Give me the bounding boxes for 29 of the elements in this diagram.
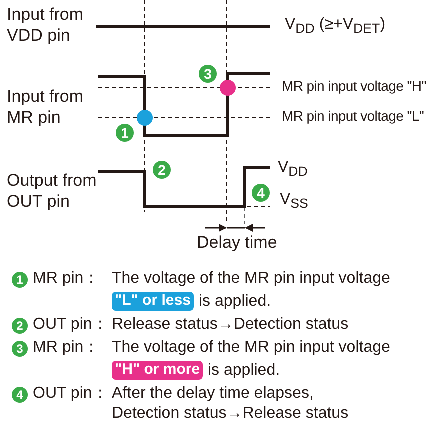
note-text: is applied. (208, 361, 280, 381)
dimension-label: Delay time (197, 232, 278, 254)
note-term: MR pin： (33, 338, 100, 358)
highlight-tag: "L" or less (112, 292, 194, 311)
list-number: 1 (12, 272, 28, 288)
list-number: 2 (12, 318, 28, 334)
note-text: The voltage of the MR pin input voltage (112, 269, 390, 289)
signal-label: Input from VDD pin (7, 4, 85, 46)
level-label: V$_{SS}$ (280, 190, 308, 213)
highlight-tag: "H" or more (112, 361, 204, 380)
list-number: 3 (12, 341, 28, 357)
level-label: V$_{DD}$ (278, 158, 308, 181)
note-text: Release status→Detection status (112, 315, 349, 335)
note-term: MR pin： (33, 269, 100, 289)
note-text: is applied. (199, 292, 272, 312)
list-number: 4 (12, 387, 28, 403)
signal-label: Output from OUT pin (7, 170, 98, 212)
callout-number: 2 (153, 161, 171, 179)
note-text: The voltage of the MR pin input voltage (112, 338, 390, 358)
note-text: After the delay time elapses, Detection status→Release status (112, 384, 350, 424)
callout-number: 1 (116, 124, 134, 142)
signal-label: Input from MR pin (7, 86, 85, 128)
level-label: MR pin input voltage "L" (282, 108, 424, 126)
level-label: V$_{DD}$ (≥+V$_{DET}$) (285, 15, 386, 38)
note-term: OUT pin： (33, 384, 108, 404)
note-term: OUT pin： (33, 315, 108, 335)
callout-number: 4 (252, 184, 270, 202)
level-label: MR pin input voltage "H" (282, 78, 426, 96)
callout-number: 3 (199, 65, 217, 83)
